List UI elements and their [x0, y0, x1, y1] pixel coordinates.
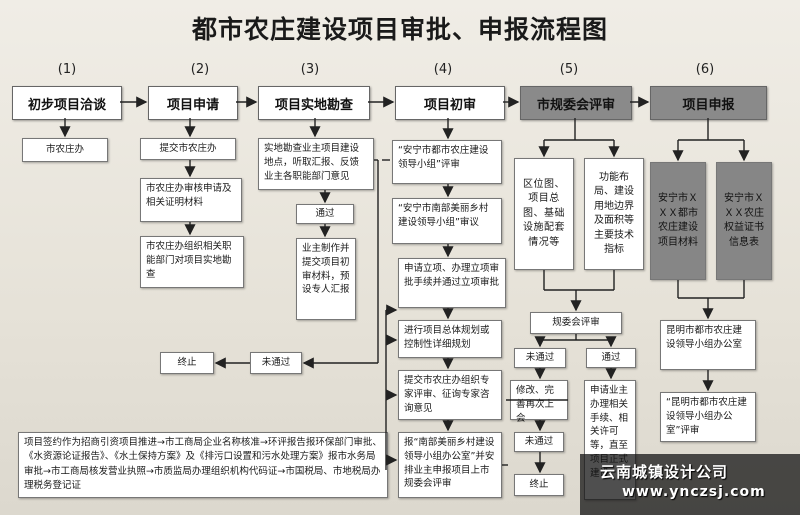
diagram-title: 都市农庄建设项目审批、申报流程图 — [191, 15, 608, 44]
box-technical-indicators: 功能布局、建设用地边界及面积等主要技术指标 — [584, 158, 644, 270]
header-application: 项目申请 — [148, 86, 238, 120]
box-village-review: “安宁市南部美丽乡村建设领导小组”审议 — [392, 198, 502, 244]
box-committee-fail: 未通过 — [514, 348, 566, 368]
step-number-3: (3) — [300, 62, 320, 77]
box-pass-survey: 通过 — [296, 204, 354, 224]
header-initial-talks: 初步项目洽谈 — [12, 86, 122, 120]
box-submit-office: 提交市农庄办 — [140, 138, 236, 160]
header-site-survey: 项目实地勘查 — [258, 86, 370, 120]
step-number-5: (5) — [559, 62, 579, 77]
technical-indicators-text: 功能布局、建设用地边界及面积等主要技术指标 — [594, 171, 634, 256]
box-committee-pass: 通过 — [586, 348, 636, 368]
box-committee-review: 规委会评审 — [530, 312, 622, 334]
box-expert-review: 提交市农庄办组织专家评审、征询专家咨询意见 — [398, 370, 502, 420]
box-terminate: 终止 — [160, 352, 214, 374]
box-second-fail: 未通过 — [514, 432, 564, 452]
box-prepare-materials: 业主制作并提交项目初审材料，预设专人汇报 — [296, 238, 356, 320]
watermark-background — [580, 454, 800, 515]
box-review-materials: 市农庄办审核申请及相关证明材料 — [140, 178, 242, 222]
box-planning: 进行项目总体规划或控制性详细规划 — [398, 320, 502, 358]
box-project-materials: 安宁市ＸＸＸ都市农庄建设项目材料 — [650, 162, 706, 280]
box-failed-survey: 未通过 — [250, 352, 302, 374]
location-plans-text: 区位图、项目总图、基础设施配套情况等 — [523, 178, 565, 248]
header-committee-review: 市规委会评审 — [520, 86, 632, 120]
box-site-survey: 实地勘查业主项目建设地点，听取汇报、反馈业主各职能部门意见 — [258, 138, 374, 190]
watermark-company-name: 云南城镇设计公司 — [600, 463, 729, 481]
box-organize-survey: 市农庄办组织相关职能部门对项目实地勘查 — [140, 236, 244, 288]
box-kunming-review: “昆明市都市农庄建设领导小组办公室”评审 — [660, 392, 756, 442]
step-number-1: (1) — [57, 62, 77, 77]
box-post-signing-procedures: 项目签约作为招商引资项目推进→市工商局企业名称核准→环评报告报环保部门审批、《水… — [18, 432, 388, 498]
step-number-2: (2) — [190, 62, 210, 77]
box-project-approval: 申请立项、办理立项审批手续并通过立项审批 — [398, 258, 506, 308]
header-initial-review: 项目初审 — [395, 86, 505, 120]
project-materials-text: 安宁市ＸＸＸ都市农庄建设项目材料 — [658, 193, 698, 248]
step-number-4: (4) — [433, 62, 453, 77]
box-location-plans: 区位图、项目总图、基础设施配套情况等 — [514, 158, 574, 270]
step-number-6: (6) — [695, 62, 715, 77]
watermark-url: www.ynczsj.com — [622, 484, 766, 500]
box-kunming-office: 昆明市都市农庄建设领导小组办公室 — [660, 320, 756, 370]
box-report-committee: 报“南部美丽乡村建设领导小组办公室”并安排业主申报项目上市规委会评审 — [398, 432, 502, 498]
box-farm-office: 市农庄办 — [22, 138, 108, 162]
box-terminate-2: 终止 — [514, 474, 564, 496]
box-rights-certificate: 安宁市ＸＸＸ农庄权益证书信息表 — [716, 162, 772, 280]
box-anning-review: “安宁市都市农庄建设领导小组”评审 — [392, 140, 502, 184]
rights-certificate-text: 安宁市ＸＸＸ农庄权益证书信息表 — [724, 193, 764, 248]
